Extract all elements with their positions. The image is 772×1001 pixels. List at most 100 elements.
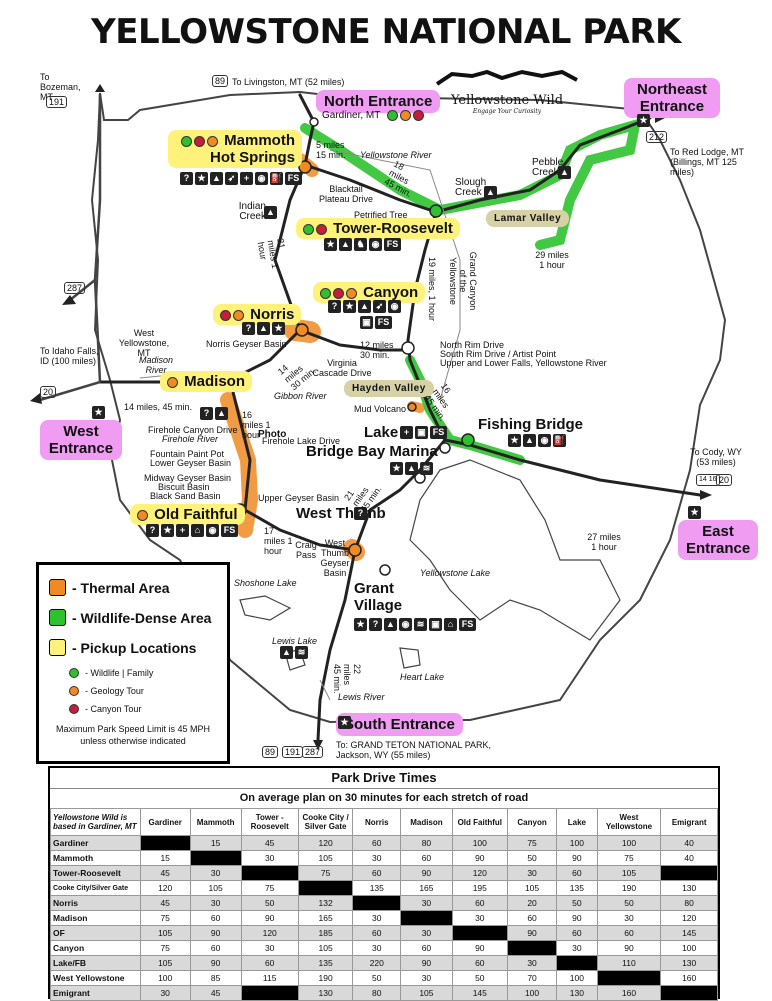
table-cell: 50 (451, 970, 508, 986)
info-icon: ? (328, 300, 341, 313)
table-cell (556, 955, 598, 971)
wildlife-swatch (49, 609, 66, 626)
livingston-label: To Livingston, MT (52 miles) (232, 77, 345, 87)
fountain-paint-pot-label: Fountain Paint Pot (150, 449, 225, 459)
legend-pickup: - Pickup Locations (72, 639, 197, 656)
table-cell: 90 (400, 865, 453, 881)
mud-volcano-label: Mud Volcano (354, 404, 407, 414)
table-cell: 90 (451, 940, 508, 956)
north-rim-label: North Rim Drive (440, 340, 505, 350)
table-cell (660, 985, 718, 1001)
falls-label: Upper and Lower Falls, Yellowstone River (440, 358, 607, 368)
yellowstone-lake-label: Yellowstone Lake (420, 568, 491, 578)
northeast-entrance-label: Northeast Entrance (624, 78, 720, 118)
table-cell: 100 (139, 970, 191, 986)
lower-geyser-label: Lower Geyser Basin (150, 458, 232, 468)
table-cell: 50 (596, 895, 662, 911)
fs-icon: FS (221, 524, 238, 537)
table-cell: 130 (556, 985, 598, 1001)
lewis-lake-services: ▲≋ (280, 646, 308, 659)
east-entrance-label: East Entrance (678, 520, 758, 560)
red-lodge-label: To Red Lodge, MT (Billings, MT 125 miles… (670, 147, 744, 177)
lake-services: +▣FS (400, 426, 447, 439)
north-entrance-label: North Entrance (316, 90, 441, 113)
thermal-swatch (49, 579, 66, 596)
red-dot-icon (333, 287, 344, 299)
table-cell: 30 (556, 940, 598, 956)
black-sand-label: Black Sand Basin (150, 491, 221, 501)
page-title: YELLOWSTONE NATIONAL PARK (91, 12, 681, 52)
pin-canyon (401, 341, 415, 355)
camp-icon: ▲ (210, 172, 223, 185)
table-cell: 105 (506, 880, 558, 896)
row-header: OF (50, 925, 141, 941)
slough-creek-label: Slough Creek (455, 177, 487, 198)
west-entrance-label: West Entrance (40, 420, 122, 460)
pin-norris (295, 323, 309, 337)
table-cell: 30 (240, 850, 299, 866)
table-cell: 75 (297, 865, 354, 881)
east-services: ★ (688, 506, 701, 519)
table-cell: 50 (556, 895, 598, 911)
table-cell: 30 (352, 940, 402, 956)
lodge-icon: ⌂ (444, 618, 457, 631)
table-cell: 185 (297, 925, 354, 941)
food-icon: ◉ (388, 300, 401, 313)
logo: Yellowstone Wild Engage Your Curiosity (432, 66, 582, 115)
road-norris-canyon (298, 328, 410, 352)
heart-lake-label: Heart Lake (400, 672, 445, 682)
west-thumb-basin-label: West Thumb Geyser Basin (320, 538, 350, 578)
river-yellowstone (329, 149, 461, 401)
medical-icon: + (400, 426, 413, 439)
route-20-east-shield: 20 (716, 474, 733, 486)
route-191-shield: 191 (46, 96, 68, 108)
ranger-icon: ★ (161, 524, 174, 537)
table-cell (240, 865, 299, 881)
table-cell: 120 (240, 925, 299, 941)
teton-label: To: GRAND TETON NATIONAL PARK, Jackson, … (336, 740, 492, 760)
fishing-bridge-services: ★▲◉⛽ (508, 434, 566, 447)
orange-dot-icon (206, 135, 218, 147)
virginia-cascade-label: Virginia Cascade Drive (312, 358, 372, 378)
arrow-east (700, 490, 712, 500)
food-icon: ◉ (369, 238, 382, 251)
row-header: West Yellowstone (50, 970, 141, 986)
table-cell (189, 850, 242, 866)
green-dot-icon (386, 110, 398, 121)
fs-icon: FS (285, 172, 302, 185)
table-cell: 105 (400, 985, 453, 1001)
petrified-tree-label: Petrified Tree (354, 210, 408, 220)
table-cell: 120 (139, 880, 191, 896)
table-cell: 30 (400, 925, 453, 941)
green-dot-icon (69, 668, 79, 678)
table-cell: 115 (240, 970, 299, 986)
bridge-bay-services: ★▲≋ (390, 462, 433, 475)
ranger-icon: ★ (343, 300, 356, 313)
table-cell: 40 (660, 835, 718, 851)
norris-geyser-basin-label: Norris Geyser Basin (206, 339, 287, 349)
table-cell: 100 (506, 985, 558, 1001)
column-header: Madison (400, 808, 453, 836)
indian-creek-camp: ▲ (264, 206, 277, 219)
indian-creek-label: Indian Creek (238, 201, 266, 222)
west-thumb-services: ? (354, 507, 367, 520)
madison-river-label: Madison River (138, 355, 174, 375)
yellowstone-lake-shape (409, 459, 621, 641)
column-header: Old Faithful (451, 808, 508, 836)
green-dot-icon (303, 223, 314, 235)
west-services: ★ (92, 406, 105, 419)
red-dot-icon (412, 110, 424, 121)
ranger-icon: ★ (508, 434, 521, 447)
road-to-bozeman (93, 94, 102, 383)
heart-lake-shape (399, 647, 421, 669)
column-header: Emigrant (660, 808, 718, 836)
camp-icon: ▲ (384, 618, 397, 631)
ranger-icon: ★ (195, 172, 208, 185)
shoshone-lake-label: Shoshone Lake (234, 578, 297, 588)
info-icon: ? (200, 407, 213, 420)
boat-icon: ≋ (295, 646, 308, 659)
table-cell: 110 (596, 955, 662, 971)
table-cell: 50 (506, 850, 558, 866)
